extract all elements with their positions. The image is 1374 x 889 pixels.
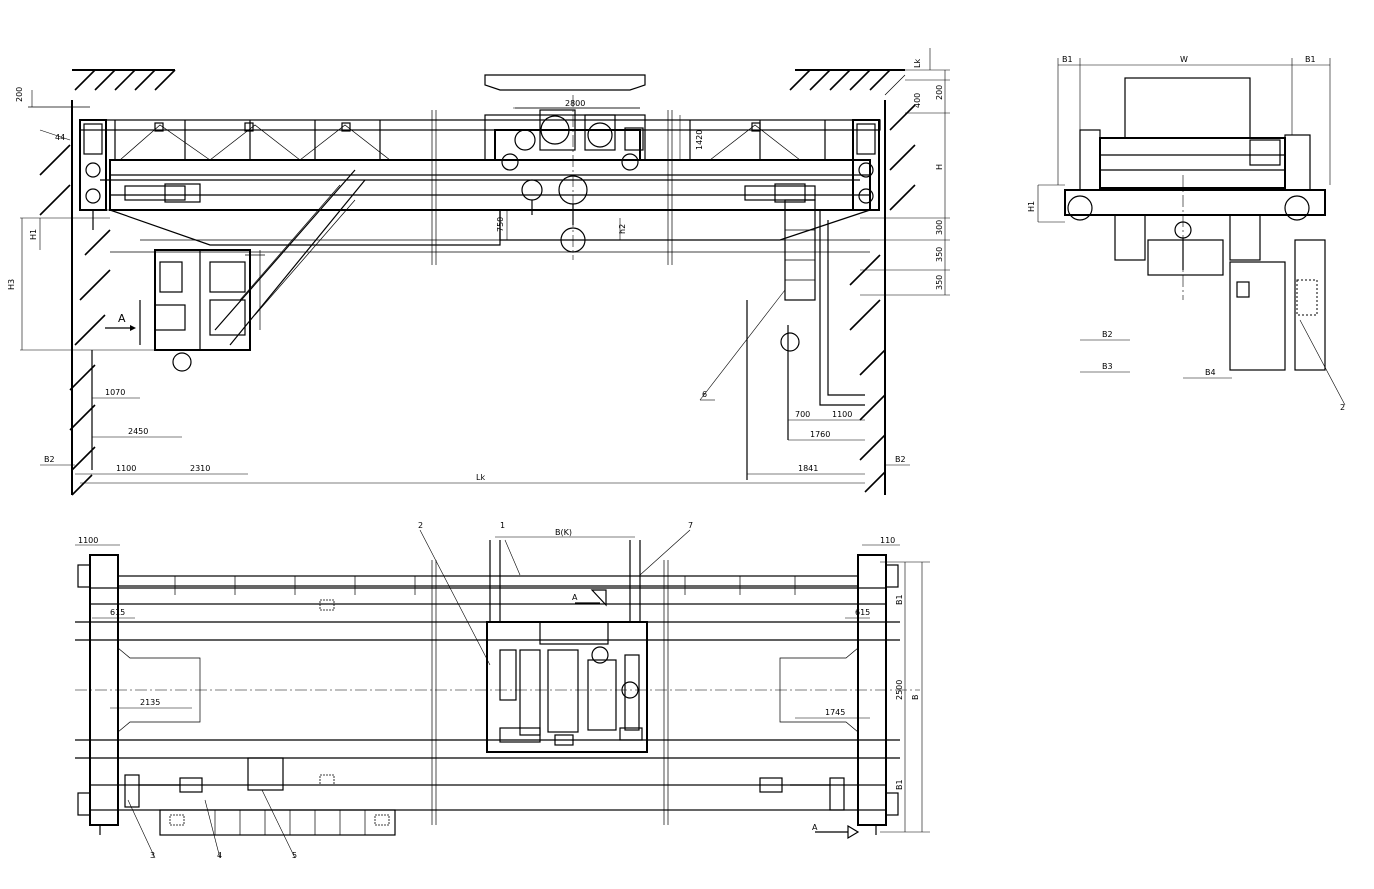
dim-b2-right: B2 [895,455,906,464]
plan-callout-4: 4 [217,851,222,860]
plan-callout-5: 5 [292,851,297,860]
view-a-arrow: A [105,300,141,345]
front-view: 200 44 H3 H1 2800 1420 750 h2 [7,48,950,496]
dim-44: 44 [55,133,65,142]
front-dims-bottom: 1070 2450 1100 2310 Lk 700 1100 1760 184… [40,388,910,484]
plan-dim-b: B [911,695,920,701]
right-post [746,199,865,480]
front-dims-top: 2800 1420 750 h2 [496,99,704,240]
plan-dim-1100: 1100 [78,536,98,545]
arrow-a-bottom: A [812,823,818,832]
dim-400: 400 [913,93,922,108]
side-dim-w: W [1180,55,1188,64]
wall-hatch-top-right [789,69,906,96]
dim-350-a: 350 [935,247,944,262]
plan-callout-2: 2 [418,521,423,530]
dim-1100: 1100 [116,464,136,473]
side-dim-b4: B4 [1205,368,1216,377]
section-arrow-bottom: A [812,823,860,840]
callout-6: 6 [699,289,786,401]
plan-dim-b1-top: B1 [895,594,904,605]
dim-350-b: 350 [935,275,944,290]
end-carriage-left [79,119,107,230]
dim-2800: 2800 [565,99,585,108]
dim-h: H [935,164,944,170]
side-callout-2: 2 [1340,403,1345,412]
plan-dim-bk: B(K) [555,528,572,537]
side-dim-h1: H1 [1027,201,1036,212]
dim-lk-span: Lk [476,473,485,482]
dim-300: 300 [935,220,944,235]
side-view: B1 W B1 H1 B2 B3 B4 2 [1027,55,1346,412]
travel-drive [124,183,816,203]
side-dim-b1-left: B1 [1062,55,1073,64]
dim-750: 750 [496,217,505,232]
plan-dim-2500: 2500 [895,680,904,700]
operator-cab [154,249,251,372]
plan-callout-1: 1 [500,521,505,530]
dim-h3: H3 [7,279,16,290]
access-ladder [214,169,366,346]
dim-2450: 2450 [128,427,148,436]
plan-dim-2135: 2135 [140,698,160,707]
dim-h1: H1 [29,229,38,240]
dim-b2-left: B2 [44,455,55,464]
wall-column-right [849,100,916,495]
plan-callout-7: 7 [688,521,693,530]
side-dim-b3: B3 [1102,362,1113,371]
front-dims-left: 200 44 H3 H1 [7,87,155,351]
plan-dim-615-left: 615 [110,608,125,617]
side-dim-b2: B2 [1102,330,1113,339]
dim-1760: 1760 [810,430,830,439]
dim-lk: Lk [913,59,922,68]
side-dim-b1-right: B1 [1305,55,1316,64]
plan-dim-110: 110 [880,536,895,545]
section-arrow-top: A [572,589,607,607]
arrow-a-top: A [572,593,578,602]
dim-h2: h2 [618,224,627,234]
end-carriage-right [852,119,880,211]
dim-1070: 1070 [105,388,125,397]
plan-dim-1745: 1745 [825,708,845,717]
plan-dim-615-right: 615 [855,608,870,617]
view-a-label: A [118,312,126,325]
dim-1100b: 1100 [832,410,852,419]
plan-trolley [486,540,648,753]
callout-6-label: 6 [702,390,707,399]
wall-column-left [39,100,111,496]
dim-1841: 1841 [798,464,818,473]
plan-view: 1100 110 B(K) 615 615 2135 1745 B 2500 B… [75,521,930,860]
dim-1420: 1420 [695,130,704,150]
plan-callout-3: 3 [150,851,155,860]
dim-700: 700 [795,410,810,419]
dim-200: 200 [15,87,24,102]
plan-drive-left [124,757,284,808]
dim-200-right: 200 [935,85,944,100]
front-dims-right: Lk 400 200 H 300 350 350 [860,48,950,296]
wall-hatch-top-left [28,69,176,108]
dim-2310: 2310 [190,464,210,473]
plan-dim-b1-bottom: B1 [895,779,904,790]
plan-drive-right [759,777,845,811]
